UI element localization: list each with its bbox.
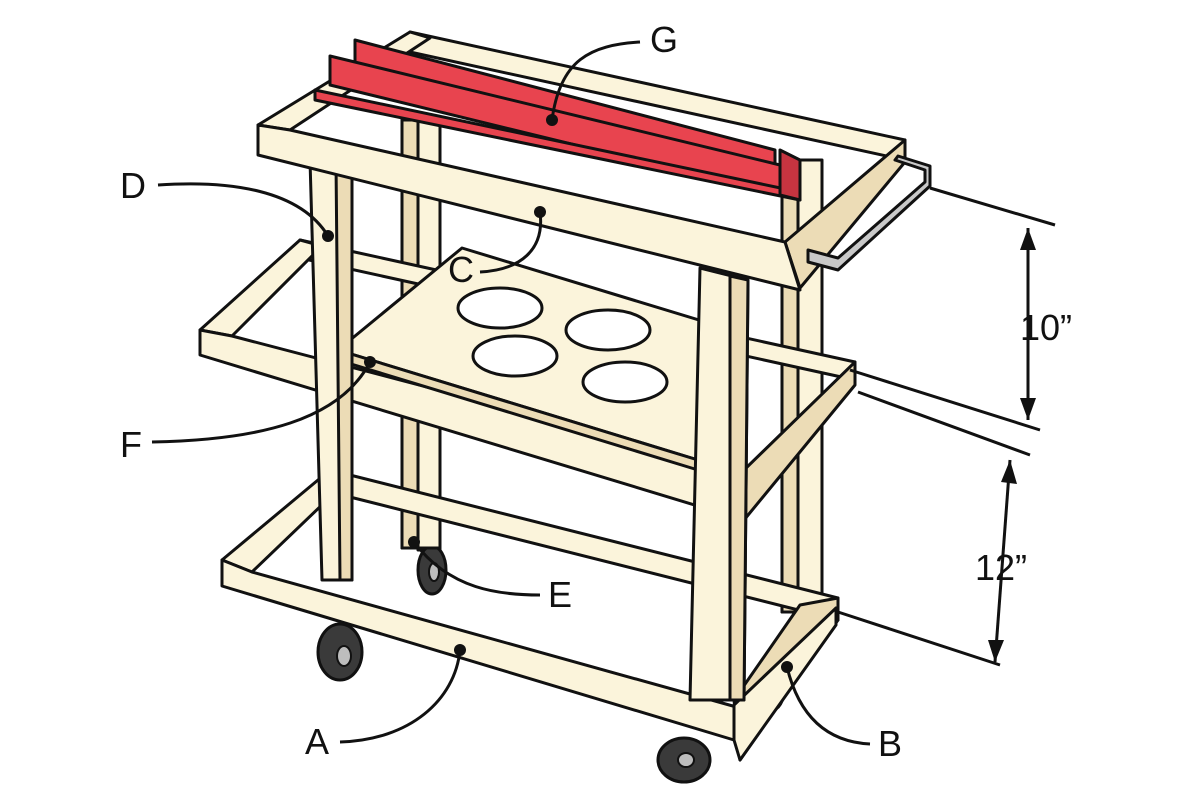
callout-c: C [448,206,546,290]
dimension-lower [837,390,1031,667]
callout-f: F [120,356,376,465]
shelf-panel-f [336,246,747,472]
bottle-hole-2 [564,308,652,352]
dimension-upper [849,186,1056,432]
handle [806,154,932,272]
bottle-hole-1 [456,286,544,330]
label-c: C [448,249,474,290]
dimension-label-upper: 10” [1020,307,1072,348]
wheel-front-right [656,736,712,784]
label-d: D [120,165,146,206]
bottle-hole-3 [471,334,559,378]
fence-g [313,38,802,202]
leg-back-right-side [780,158,800,614]
leg-front-left-shade [334,160,354,582]
callout-e: E [408,536,572,615]
label-b: B [878,723,902,764]
label-f: F [120,424,142,465]
bottle-hole-4 [581,360,669,404]
callout-g: G [546,19,678,126]
bottom-frame [220,468,840,762]
wheel-front-left [316,622,364,682]
label-g: G [650,19,678,60]
callout-a: A [305,644,466,762]
top-front-rail-c [256,123,802,292]
label-e: E [548,574,572,615]
leg-front-right-shade [728,274,750,702]
dimension-label-lower: 12” [975,547,1027,588]
callout-d: D [120,165,334,242]
label-a: A [305,721,329,762]
callout-b: B [781,661,902,764]
